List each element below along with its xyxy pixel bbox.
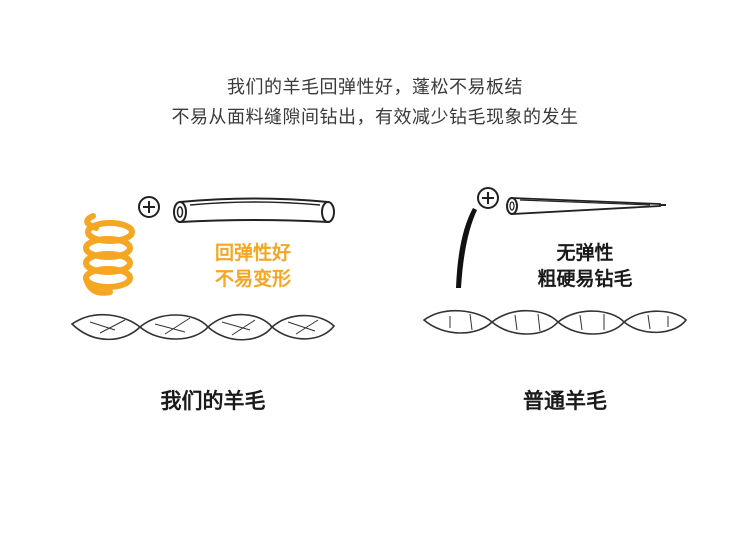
plus-circle-icon bbox=[138, 196, 160, 218]
right-caption: 普通羊毛 bbox=[523, 389, 607, 413]
plus-circle-icon bbox=[477, 187, 499, 209]
tapered-fiber-icon bbox=[506, 197, 666, 215]
twisted-strand-icon bbox=[70, 313, 336, 341]
twisted-strand-icon bbox=[422, 309, 688, 335]
spring-icon bbox=[83, 213, 135, 296]
right-label-line1: 无弹性 bbox=[556, 242, 614, 264]
left-label-line2: 不易变形 bbox=[214, 268, 291, 290]
hollow-fiber-icon bbox=[173, 197, 335, 224]
left-caption: 我们的羊毛 bbox=[160, 389, 266, 413]
left-feature-label: 回弹性好 不易变形 bbox=[198, 240, 308, 292]
headline-line-1: 我们的羊毛回弹性好，蓬松不易板结 bbox=[227, 77, 523, 98]
left-label-line1: 回弹性好 bbox=[214, 242, 291, 264]
headline-line-2: 不易从面料缝隙间钻出，有效减少钻毛现象的发生 bbox=[171, 107, 579, 128]
right-label-line2: 粗硬易钻毛 bbox=[537, 268, 633, 290]
curved-fiber-icon bbox=[456, 208, 477, 288]
right-feature-label: 无弹性 粗硬易钻毛 bbox=[515, 240, 655, 292]
